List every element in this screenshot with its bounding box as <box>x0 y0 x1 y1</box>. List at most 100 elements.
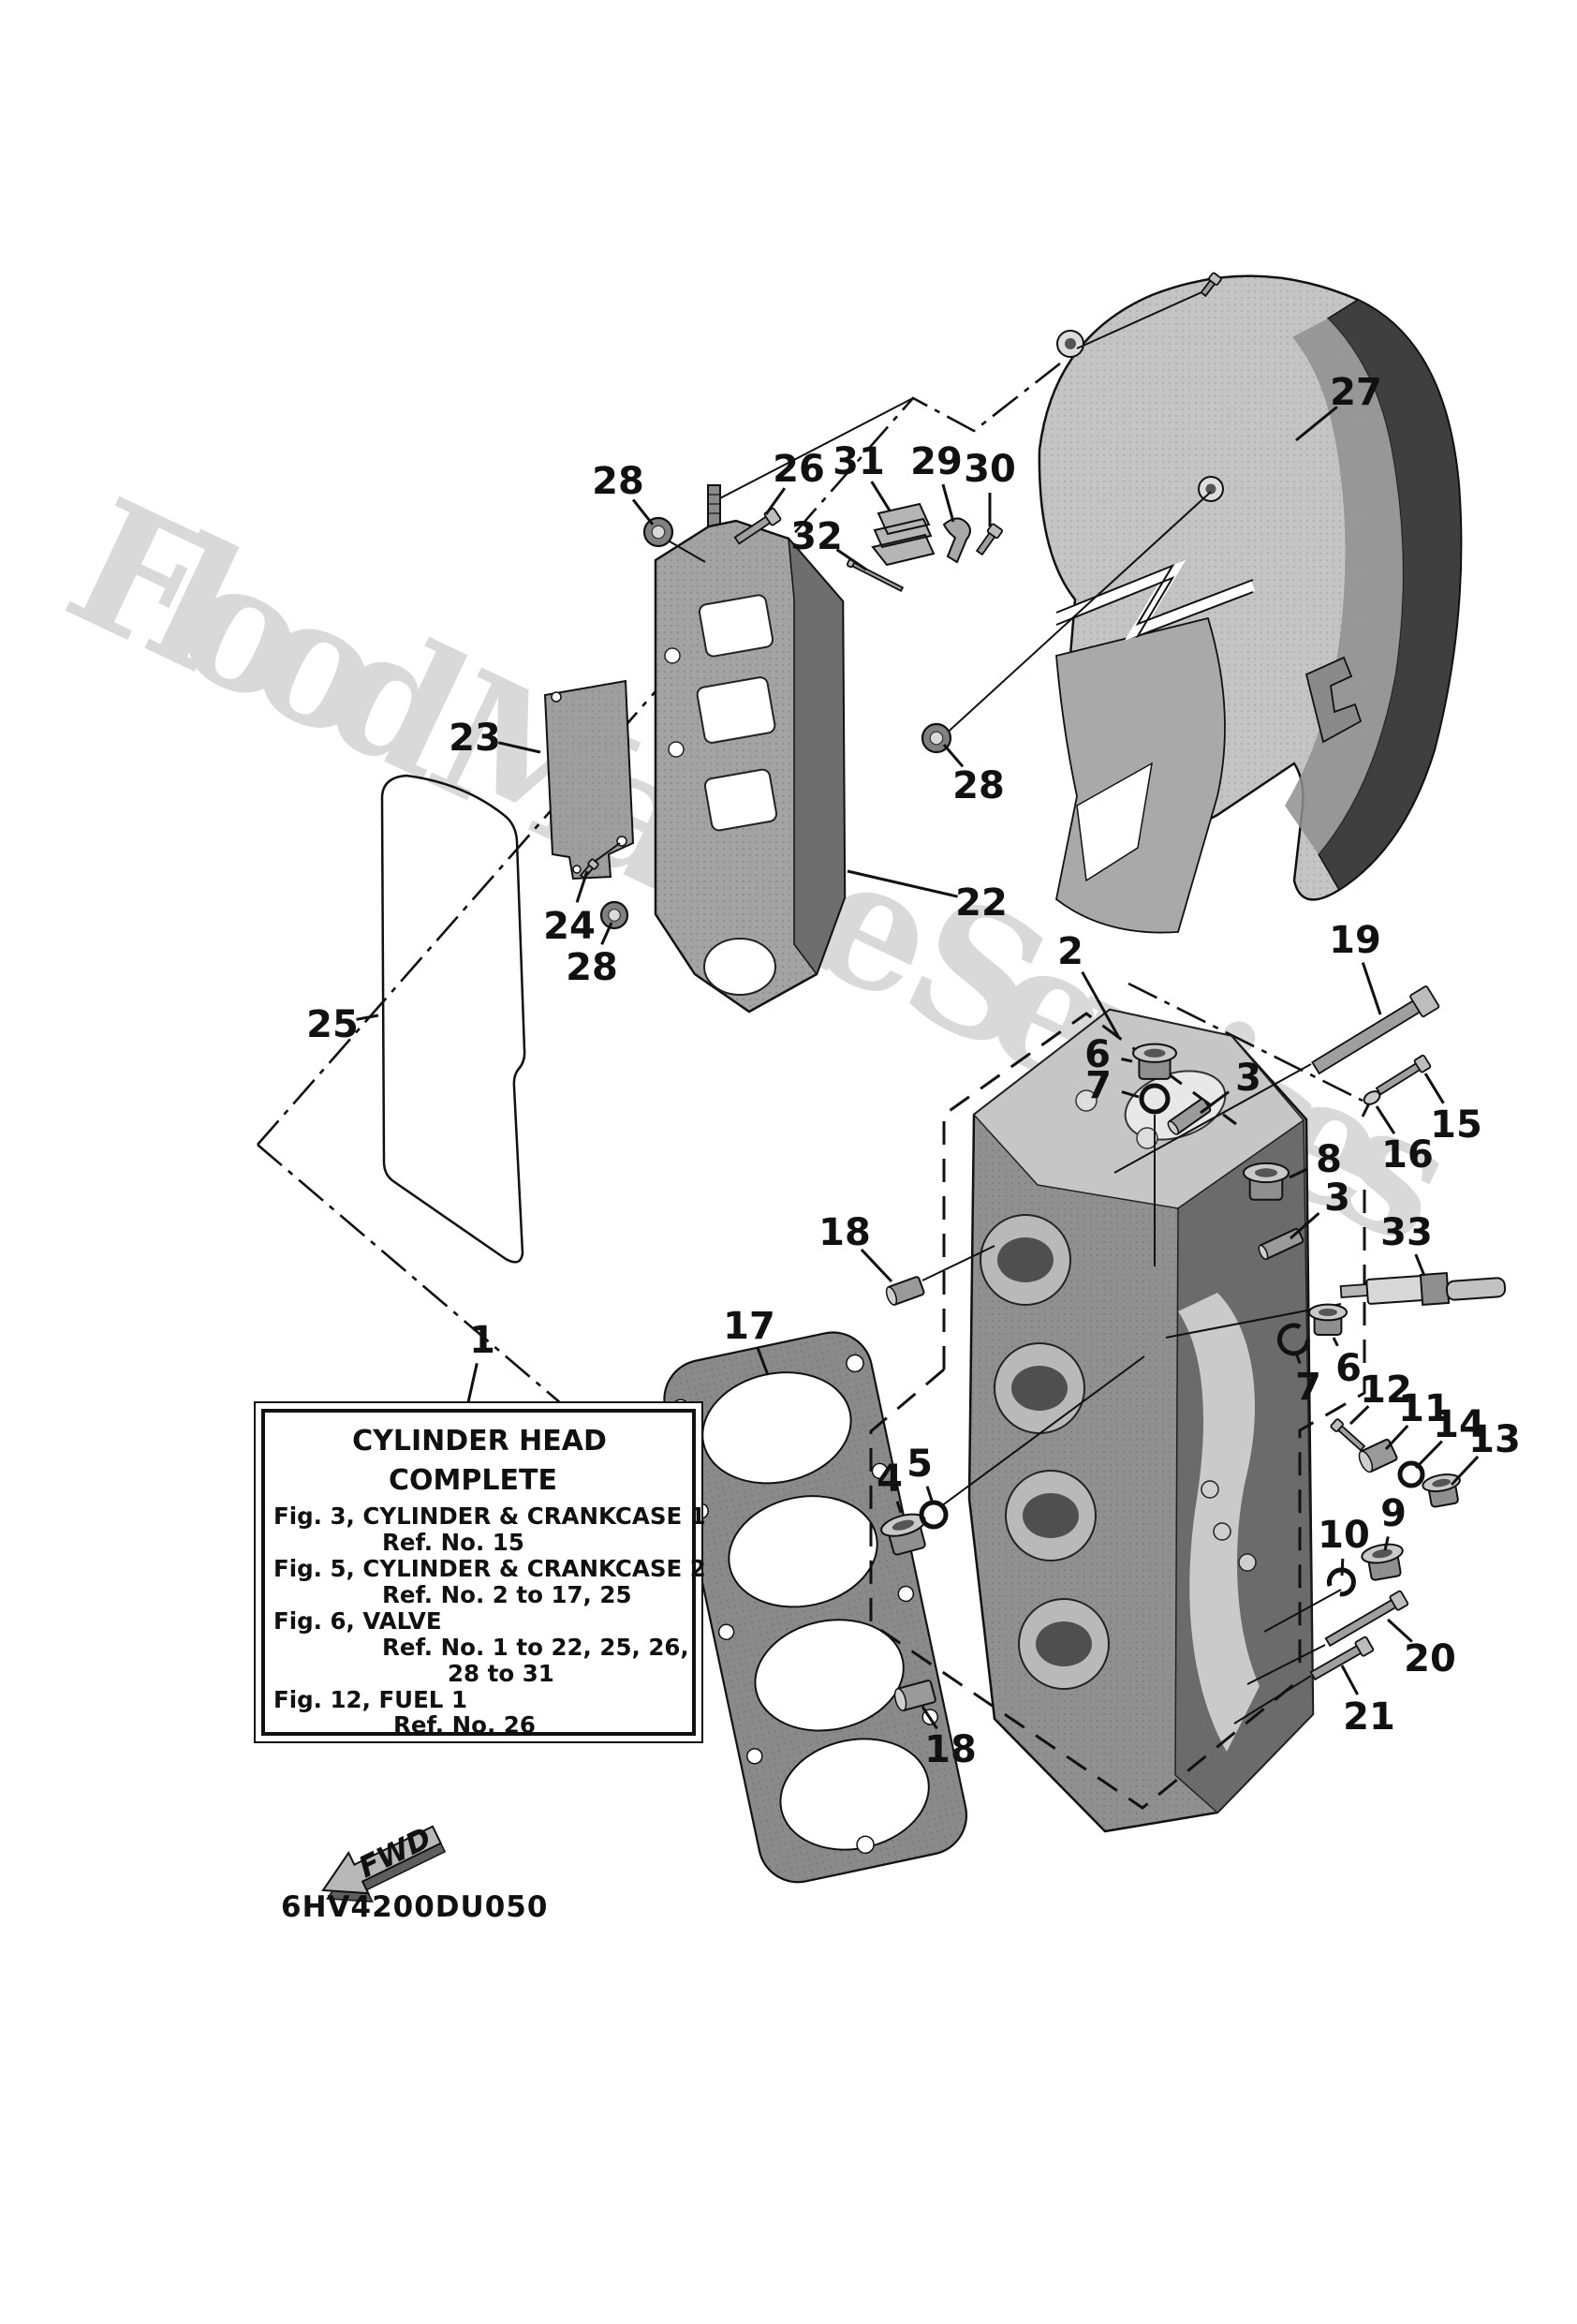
callout-number-19[interactable]: 19 <box>1329 919 1381 962</box>
callout-number-3[interactable]: 3 <box>1235 1057 1261 1100</box>
callout-20[interactable]: 20 <box>1386 1618 1456 1680</box>
callout-number-15[interactable]: 15 <box>1430 1103 1482 1147</box>
cowling-mid-shade <box>1285 318 1404 854</box>
part-22-bracket <box>654 484 847 1014</box>
callout-14[interactable]: 14 <box>1414 1403 1485 1470</box>
callout-6[interactable]: 6 <box>1084 1033 1133 1076</box>
callout-7[interactable]: 7 <box>1085 1064 1140 1107</box>
callout-33[interactable]: 33 <box>1380 1211 1433 1277</box>
callout-leader-21 <box>1340 1665 1360 1695</box>
callout-18[interactable]: 18 <box>921 1706 977 1771</box>
callout-number-24[interactable]: 24 <box>543 905 596 948</box>
callout-number-13[interactable]: 13 <box>1468 1418 1521 1461</box>
part-14-oring <box>1397 1460 1425 1488</box>
callout-number-1[interactable]: 1 <box>469 1319 495 1362</box>
callout-number-11[interactable]: 11 <box>1398 1387 1451 1430</box>
callout-4[interactable]: 4 <box>877 1458 903 1514</box>
part-3-dowel-a <box>1167 1098 1212 1135</box>
callout-26[interactable]: 26 <box>764 448 825 515</box>
callout-12[interactable]: 12 <box>1349 1369 1412 1426</box>
callout-number-21[interactable]: 21 <box>1343 1695 1395 1739</box>
callout-leader-2 <box>1081 970 1121 1039</box>
callout-3[interactable]: 3 <box>1290 1177 1350 1240</box>
callout-leader-19 <box>1361 962 1382 1015</box>
callout-number-29[interactable]: 29 <box>910 440 963 483</box>
callout-25[interactable]: 25 <box>306 1003 379 1046</box>
callout-number-10[interactable]: 10 <box>1318 1514 1370 1557</box>
callout-number-17[interactable]: 17 <box>723 1305 775 1348</box>
callout-number-27[interactable]: 27 <box>1330 371 1382 414</box>
callout-3[interactable]: 3 <box>1200 1057 1261 1115</box>
callout-number-9[interactable]: 9 <box>1380 1492 1407 1535</box>
callout-number-4[interactable]: 4 <box>877 1458 903 1501</box>
callout-17[interactable]: 17 <box>723 1305 775 1376</box>
callout-number-7[interactable]: 7 <box>1085 1064 1112 1107</box>
callout-number-25[interactable]: 25 <box>306 1003 359 1046</box>
part-16-pin <box>1361 1090 1381 1118</box>
callout-18[interactable]: 18 <box>818 1211 893 1283</box>
callout-9[interactable]: 9 <box>1380 1492 1407 1551</box>
callout-number-18[interactable]: 18 <box>924 1728 977 1771</box>
callout-24[interactable]: 24 <box>543 870 596 948</box>
callout-22[interactable]: 22 <box>847 869 1008 925</box>
callout-28[interactable]: 28 <box>942 744 1005 807</box>
callout-leader-3 <box>1200 1090 1231 1115</box>
callout-number-3[interactable]: 3 <box>1324 1177 1350 1220</box>
part-18-pin-a <box>885 1276 925 1306</box>
callout-13[interactable]: 13 <box>1450 1418 1521 1487</box>
part-10-cring <box>1327 1567 1356 1597</box>
callout-28[interactable]: 28 <box>566 922 618 989</box>
callout-21[interactable]: 21 <box>1340 1665 1395 1739</box>
hardware-parts <box>579 272 1507 1711</box>
part-20-bolt <box>1324 1590 1409 1648</box>
callout-number-22[interactable]: 22 <box>955 881 1008 925</box>
callout-number-18[interactable]: 18 <box>818 1211 871 1254</box>
callout-15[interactable]: 15 <box>1423 1073 1482 1147</box>
callout-number-7[interactable]: 7 <box>1295 1366 1321 1409</box>
callout-leader-17 <box>756 1347 770 1376</box>
callout-number-6[interactable]: 6 <box>1335 1347 1362 1390</box>
callout-10[interactable]: 10 <box>1318 1514 1370 1576</box>
callout-30[interactable]: 30 <box>964 448 1016 526</box>
callout-number-31[interactable]: 31 <box>833 440 885 483</box>
callout-leader-32 <box>835 548 867 571</box>
part-8-plug <box>1243 1162 1290 1201</box>
callout-16[interactable]: 16 <box>1375 1105 1434 1177</box>
callout-29[interactable]: 29 <box>910 440 963 523</box>
callout-number-28[interactable]: 28 <box>952 764 1005 807</box>
callout-8[interactable]: 8 <box>1289 1138 1342 1181</box>
callout-5[interactable]: 5 <box>906 1443 934 1502</box>
callout-31[interactable]: 31 <box>833 440 892 511</box>
callout-1[interactable]: 1 <box>466 1319 495 1403</box>
callout-number-26[interactable]: 26 <box>773 448 825 491</box>
callout-number-16[interactable]: 16 <box>1381 1133 1434 1177</box>
callout-number-2[interactable]: 2 <box>1057 930 1083 973</box>
part-5-oring <box>919 1500 949 1530</box>
callout-leader-3 <box>1290 1212 1320 1240</box>
callout-number-28[interactable]: 28 <box>566 946 618 989</box>
callout-number-23[interactable]: 23 <box>449 717 501 760</box>
part-4-plug <box>880 1513 926 1556</box>
callout-leader-27 <box>1295 406 1338 442</box>
line-stud-to-peak <box>714 397 914 502</box>
callout-number-12[interactable]: 12 <box>1360 1369 1412 1412</box>
callout-number-14[interactable]: 14 <box>1433 1403 1485 1446</box>
callout-23[interactable]: 23 <box>449 717 541 760</box>
callout-2[interactable]: 2 <box>1057 930 1121 1039</box>
callout-number-5[interactable]: 5 <box>906 1443 933 1486</box>
callout-19[interactable]: 19 <box>1329 919 1382 1015</box>
callout-number-6[interactable]: 6 <box>1084 1033 1111 1076</box>
callout-6[interactable]: 6 <box>1332 1337 1362 1390</box>
callout-number-8[interactable]: 8 <box>1316 1138 1342 1181</box>
callout-32[interactable]: 32 <box>790 515 867 571</box>
callout-27[interactable]: 27 <box>1295 371 1382 442</box>
callout-28[interactable]: 28 <box>592 460 655 525</box>
callout-number-32[interactable]: 32 <box>790 515 843 558</box>
callout-number-20[interactable]: 20 <box>1404 1637 1456 1680</box>
callout-7[interactable]: 7 <box>1295 1354 1321 1409</box>
callout-number-30[interactable]: 30 <box>964 448 1016 491</box>
callout-number-28[interactable]: 28 <box>592 460 644 503</box>
callout-number-33[interactable]: 33 <box>1380 1211 1433 1254</box>
info-entry-ref: 28 to 31 <box>448 1660 554 1687</box>
callout-11[interactable]: 11 <box>1384 1387 1451 1451</box>
